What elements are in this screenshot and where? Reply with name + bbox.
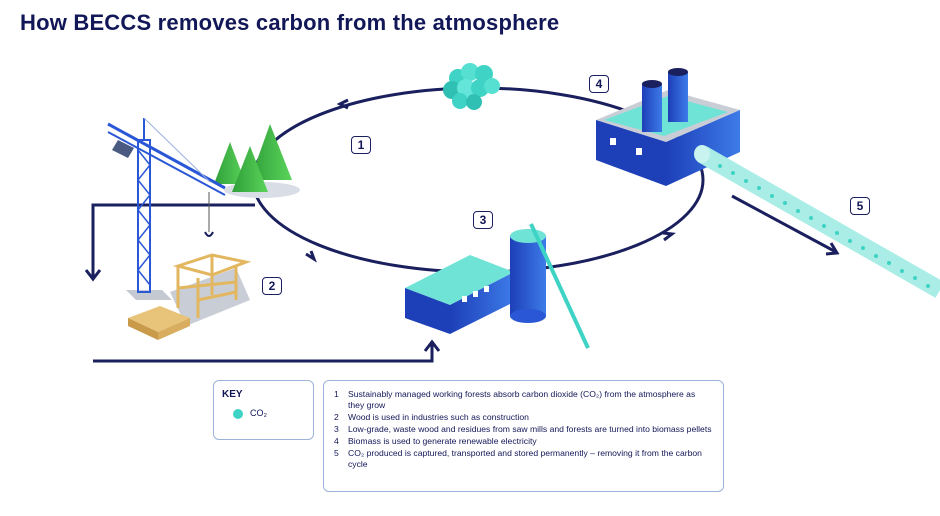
list-item: 5 CO₂ produced is captured, transported … (334, 448, 713, 470)
step-badge-1: 1 (351, 136, 371, 154)
step-badge-4: 4 (589, 75, 609, 93)
step-text: Wood is used in industries such as const… (348, 412, 529, 422)
key-co2-label: CO₂ (250, 408, 267, 418)
co2-pipeline-icon (694, 145, 940, 298)
key-panel: KEY CO₂ (213, 380, 314, 440)
step-badge-5: 5 (850, 197, 870, 215)
storage-arrow (731, 194, 837, 254)
co2-cloud-icon (443, 63, 500, 110)
route-line-bottom (93, 344, 434, 363)
cycle-arrow-top (336, 98, 349, 110)
list-item: 4 Biomass is used to generate renewable … (334, 436, 713, 447)
step-text: Biomass is used to generate renewable el… (348, 436, 537, 446)
step-badge-3: 3 (473, 211, 493, 229)
key-title: KEY (222, 389, 243, 400)
co2-dot-icon (233, 409, 243, 419)
step-number: 4 (334, 436, 339, 446)
step-number: 1 (334, 389, 339, 399)
pellet-mill-icon (405, 223, 590, 349)
cycle-arrow-left (305, 250, 317, 263)
steps-legend: 1 Sustainably managed working forests ab… (323, 380, 724, 492)
storage-arrowhead (825, 242, 840, 256)
steps-list: 1 Sustainably managed working forests ab… (324, 381, 723, 470)
step-text: Sustainably managed working forests abso… (348, 389, 696, 410)
power-station-icon (596, 68, 740, 186)
route-arrow-up (423, 339, 441, 352)
step-badge-2: 2 (262, 277, 282, 295)
step-number: 3 (334, 424, 339, 434)
route-arrow-down (84, 269, 102, 282)
timber-frame-icon (128, 253, 252, 340)
step-text: Low-grade, waste wood and residues from … (348, 424, 712, 434)
page-title: How BECCS removes carbon from the atmosp… (20, 10, 560, 35)
step-number: 2 (334, 412, 339, 422)
forest-trees-icon (214, 124, 300, 198)
cycle-arrow-right (662, 231, 676, 242)
list-item: 3 Low-grade, waste wood and residues fro… (334, 424, 713, 435)
list-item: 2 Wood is used in industries such as con… (334, 412, 713, 423)
list-item: 1 Sustainably managed working forests ab… (334, 389, 713, 411)
route-line-left (91, 203, 255, 278)
construction-crane-icon (107, 117, 226, 300)
step-text: CO₂ produced is captured, transported an… (348, 448, 702, 469)
step-number: 5 (334, 448, 339, 458)
